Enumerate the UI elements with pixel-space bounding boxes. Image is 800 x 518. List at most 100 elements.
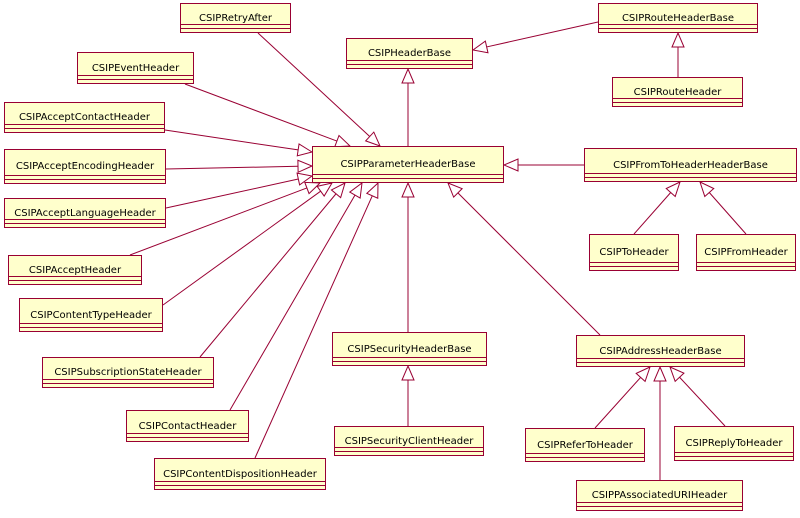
- class-name: CSIPEventHeader: [91, 62, 180, 74]
- operation-compartment: [127, 437, 248, 438]
- hollow-arrowhead-icon: [330, 182, 346, 199]
- class-csip-accept-contact-header: CSIPAcceptContactHeader: [4, 102, 165, 133]
- class-csip-to-header: CSIPToHeader: [589, 234, 679, 271]
- generalization-contact-to-param: [229, 181, 363, 411]
- hollow-arrowhead-icon: [401, 181, 415, 198]
- attribute-compartment: [5, 219, 165, 220]
- class-csip-content-disposition-header: CSIPContentDispositionHeader: [154, 458, 326, 490]
- operation-compartment: [585, 177, 796, 178]
- hollow-arrowhead-icon: [502, 158, 519, 172]
- hollow-arrowhead-icon: [296, 172, 314, 186]
- class-csip-from-to-header-header-base: CSIPFromToHeaderHeaderBase: [584, 148, 797, 182]
- hollow-arrowhead-icon: [316, 182, 334, 197]
- class-name: CSIPAcceptContactHeader: [18, 112, 151, 123]
- class-csip-p-associated-uri-header: CSIPPAssociatedURIHeader: [576, 480, 743, 511]
- operation-compartment: [613, 102, 742, 103]
- hollow-arrowhead-icon: [653, 365, 667, 382]
- attribute-compartment: [127, 433, 248, 434]
- generalization-addressbase-to-param: [447, 182, 601, 336]
- class-name: CSIPParameterHeaderBase: [340, 159, 476, 170]
- class-name: CSIPAcceptEncodingHeader: [15, 161, 155, 172]
- class-csip-accept-encoding-header: CSIPAcceptEncodingHeader: [4, 149, 166, 184]
- class-csip-header-base: CSIPHeaderBase: [346, 38, 473, 69]
- edge-line: [165, 178, 299, 209]
- operation-compartment: [599, 28, 757, 29]
- class-name: CSIPHeaderBase: [367, 48, 452, 59]
- attribute-compartment: [181, 24, 290, 25]
- operation-compartment: [590, 266, 678, 267]
- class-csip-address-header-base: CSIPAddressHeaderBase: [576, 335, 745, 367]
- hollow-arrowhead-icon: [348, 181, 363, 199]
- class-csip-security-client-header: CSIPSecurityClientHeader: [334, 426, 484, 456]
- operation-compartment: [5, 179, 165, 180]
- class-name: CSIPAcceptHeader: [28, 264, 122, 276]
- class-name: CSIPToHeader: [599, 247, 669, 258]
- generalization-acceptencoding-to-param: [165, 159, 314, 174]
- hollow-arrowhead-icon: [669, 366, 685, 383]
- attribute-compartment: [590, 262, 678, 263]
- hollow-arrowhead-icon: [401, 67, 415, 84]
- generalization-retry-to-param: [257, 32, 381, 147]
- class-csip-content-type-header: CSIPContentTypeHeader: [19, 298, 163, 332]
- edge-line: [679, 376, 726, 427]
- generalization-substate-to-param: [199, 182, 346, 358]
- class-csip-subscription-state-header: CSIPSubscriptionStateHeader: [42, 357, 214, 388]
- attribute-compartment: [577, 502, 742, 503]
- attribute-compartment: [675, 452, 793, 453]
- class-name: CSIPReplyToHeader: [685, 438, 783, 449]
- operation-compartment: [675, 456, 793, 457]
- hollow-arrowhead-icon: [297, 159, 314, 174]
- attribute-compartment: [313, 174, 503, 175]
- operation-compartment: [577, 506, 742, 507]
- attribute-compartment: [585, 173, 796, 174]
- operation-compartment: [43, 383, 213, 384]
- generalization-passociated-to-addressbase: [653, 365, 667, 480]
- class-csip-accept-language-header: CSIPAcceptLanguageHeader: [4, 198, 166, 228]
- generalization-acceptcontact-to-param: [164, 129, 314, 157]
- attribute-compartment: [577, 358, 744, 359]
- class-name: CSIPAcceptLanguageHeader: [14, 207, 156, 219]
- edge-line: [199, 193, 337, 358]
- class-name: CSIPAddressHeaderBase: [599, 345, 722, 357]
- class-name: CSIPContentDispositionHeader: [163, 468, 317, 480]
- attribute-compartment: [78, 75, 193, 76]
- generalization-securitybase-to-param: [401, 181, 415, 332]
- operation-compartment: [526, 457, 644, 458]
- hollow-arrowhead-icon: [671, 31, 685, 48]
- class-csip-reply-to-header: CSIPReplyToHeader: [674, 426, 794, 461]
- edge-line: [165, 165, 299, 170]
- attribute-compartment: [5, 124, 164, 125]
- generalization-routebase-to-headerbase: [471, 21, 599, 54]
- generalization-replyto-to-addressbase: [669, 366, 726, 427]
- attribute-compartment: [333, 357, 486, 358]
- class-csip-refer-to-header: CSIPReferToHeader: [525, 428, 645, 462]
- class-name: CSIPReferToHeader: [537, 439, 633, 451]
- class-csip-event-header: CSIPEventHeader: [77, 52, 194, 84]
- edge-line: [229, 194, 356, 411]
- operation-compartment: [313, 178, 503, 179]
- attribute-compartment: [20, 323, 162, 324]
- hollow-arrowhead-icon: [401, 364, 415, 381]
- attribute-compartment: [347, 60, 472, 61]
- class-name: CSIPRouteHeaderBase: [621, 12, 735, 24]
- class-name: CSIPContentTypeHeader: [30, 309, 152, 321]
- hollow-arrowhead-icon: [635, 366, 651, 383]
- class-name: CSIPSubscriptionStateHeader: [54, 367, 202, 378]
- class-csip-accept-header: CSIPAcceptHeader: [8, 255, 142, 285]
- hollow-arrowhead-icon: [699, 181, 715, 198]
- operation-compartment: [697, 266, 795, 267]
- class-csip-security-header-base: CSIPSecurityHeaderBase: [332, 332, 487, 366]
- hollow-arrowhead-icon: [334, 134, 352, 148]
- class-name: CSIPRouteHeader: [633, 86, 722, 98]
- class-name: CSIPSecurityHeaderBase: [347, 343, 472, 355]
- attribute-compartment: [5, 175, 165, 176]
- generalization-fromtobase-to-param: [502, 158, 584, 172]
- operation-compartment: [155, 485, 325, 486]
- generalization-contenttype-to-param: [162, 182, 334, 306]
- attribute-compartment: [335, 447, 483, 448]
- class-name: CSIPRetryAfter: [199, 12, 272, 24]
- generalization-route-to-routebase: [671, 31, 685, 77]
- class-name: CSIPSecurityClientHeader: [344, 435, 474, 447]
- edge-line: [457, 192, 601, 336]
- operation-compartment: [9, 280, 141, 281]
